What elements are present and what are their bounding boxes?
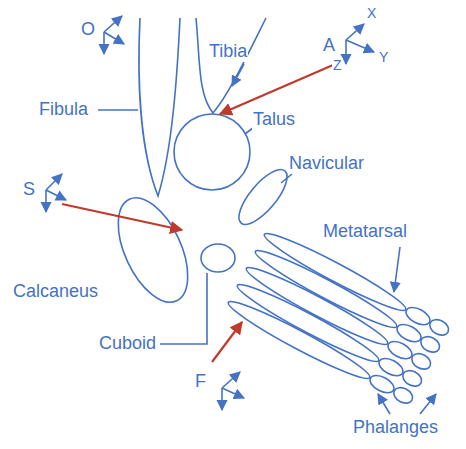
force-arrow [212,322,242,362]
part-label: Talus [252,110,296,130]
part-label: Tibia [208,42,248,62]
phalanx-bone [367,372,397,397]
frame-o [104,16,124,54]
calcaneus-bone [104,187,202,312]
label-holder: O [80,20,96,40]
phalanx-bone [400,368,424,390]
label-holder: Tibia [208,42,248,62]
phalanx-bone [391,385,415,407]
leader-line [394,247,400,292]
part-label: Z [332,58,343,73]
frame-s [46,174,66,212]
cuboid-bone [201,244,235,272]
label-holder: Z [332,58,343,73]
metatarsal-group [224,226,451,406]
fibula-bone [139,18,180,196]
talus-bone [174,114,250,190]
part-label: Phalanges [352,418,439,438]
phalanx-bone [409,351,433,373]
frame-a [346,24,374,64]
label-holder: Metatarsal [322,222,408,242]
part-label: Navicular [288,154,365,174]
part-label: Metatarsal [322,222,408,242]
frame-f [222,372,244,410]
leader-line [98,109,138,111]
label-holder: Cuboid [98,334,157,354]
label-holder: F [194,372,207,392]
part-label: F [194,372,207,392]
leader-line [378,394,390,414]
leader-line [281,174,292,183]
label-holder: S [22,180,36,200]
label-holder: Navicular [288,154,365,174]
label-holder: Talus [252,110,296,130]
leader-line [420,394,436,414]
phalanx-bone [418,334,442,356]
label-holder: Phalanges [352,418,439,438]
label-holder: Y [378,50,389,65]
navicular-bone [231,163,295,232]
label-holder: Fibula [38,100,89,120]
metatarsal-bone [224,294,374,385]
force-arrow [62,204,182,230]
part-label: Fibula [38,100,89,120]
part-label: X [366,6,377,21]
phalanx-bone [427,317,451,339]
part-label: O [80,20,96,40]
part-label: A [322,36,336,56]
leader-line [160,273,207,344]
part-label: Y [378,50,389,65]
part-label: Cuboid [98,334,157,354]
force-arrow [220,62,340,114]
part-label: S [22,180,36,200]
label-holder: X [366,6,377,21]
label-holder: A [322,36,336,56]
label-holder: Calcaneus [12,282,99,302]
leader-line [232,64,244,86]
part-label: Calcaneus [12,282,99,302]
